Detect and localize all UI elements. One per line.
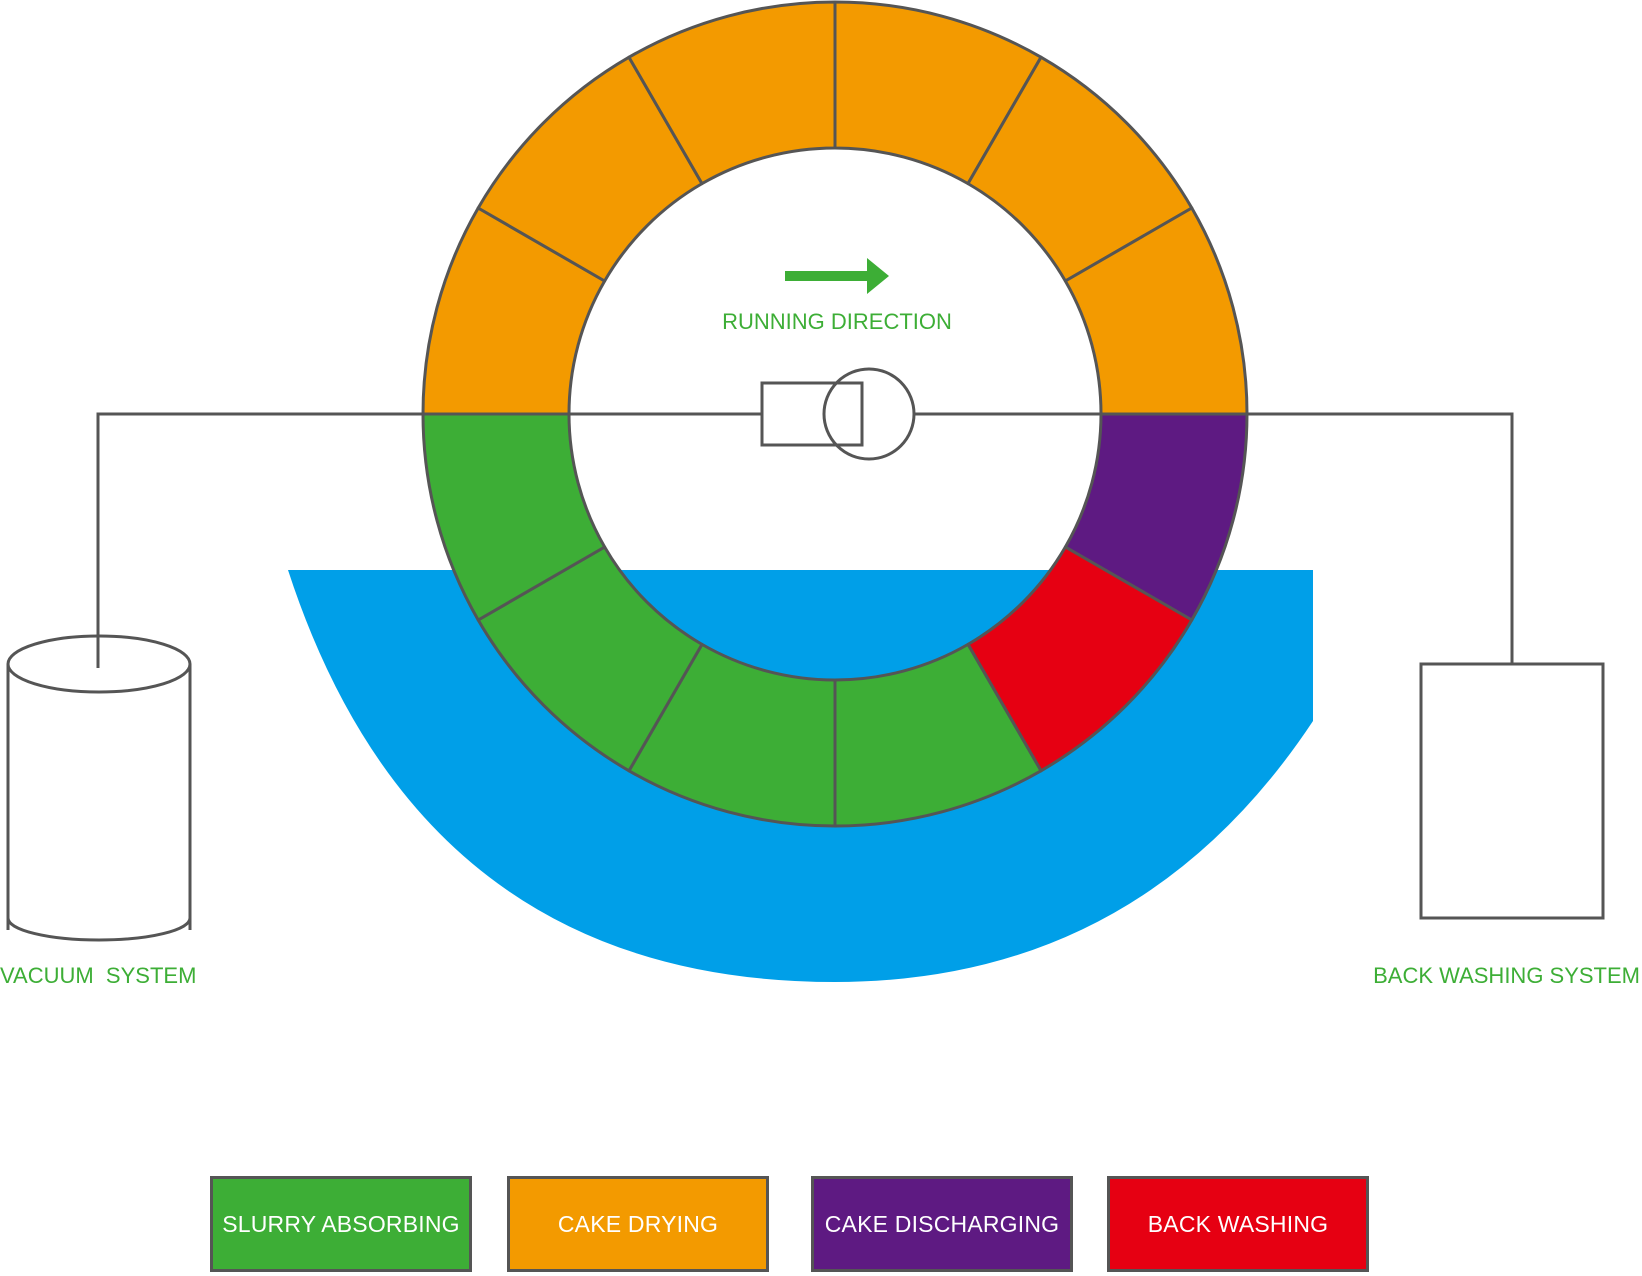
running-direction-label: RUNNING DIRECTION — [722, 309, 952, 334]
legend-back-washing: BACK WASHING — [1107, 1176, 1369, 1272]
legend-label: SLURRY ABSORBING — [222, 1210, 460, 1237]
legend-label: CAKE DRYING — [557, 1210, 719, 1237]
legend-cake-drying: CAKE DRYING — [507, 1176, 769, 1272]
backwash-pipe — [1246, 412, 1514, 664]
vacuum-pipe — [96, 412, 424, 668]
legend-label: CAKE DISCHARGING — [824, 1210, 1060, 1237]
legend-cake-discharging: CAKE DISCHARGING — [811, 1176, 1073, 1272]
filter-wheel — [421, 0, 1249, 828]
legend-slurry-absorbing: SLURRY ABSORBING — [210, 1176, 472, 1272]
shaft-icon — [760, 367, 916, 461]
vacuum-system-label: VACUUM SYSTEM — [0, 963, 196, 988]
vacuum-vessel — [6, 634, 192, 942]
backwash-vessel — [1419, 662, 1605, 920]
legend-label: BACK WASHING — [1147, 1210, 1329, 1237]
right-arrow-icon — [785, 258, 889, 294]
back-washing-system-label: BACK WASHING SYSTEM — [1373, 963, 1640, 988]
